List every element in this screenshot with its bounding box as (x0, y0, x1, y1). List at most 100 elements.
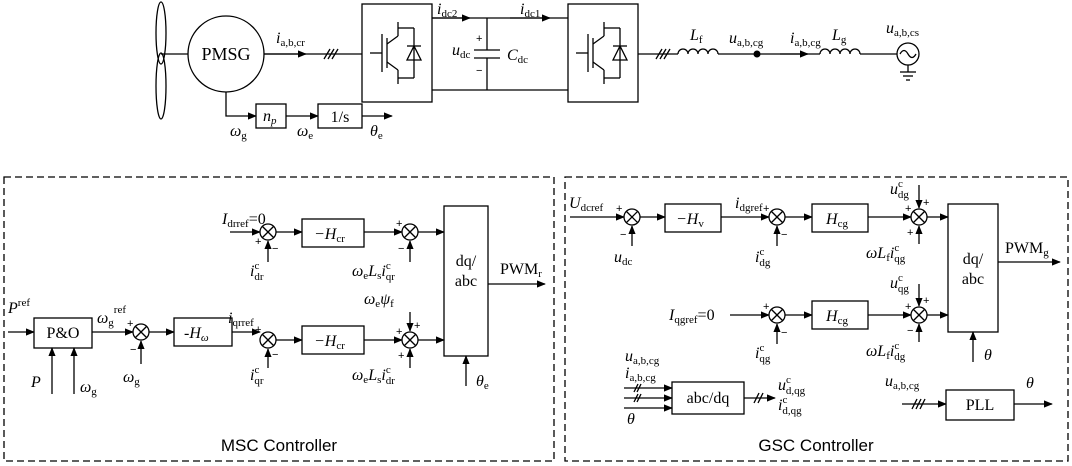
abcdq-theta-label: θ (627, 411, 635, 428)
plus-sign: + (905, 203, 911, 215)
inductor-lg (819, 48, 861, 55)
cap-minus-sign: − (476, 65, 482, 77)
hcg-block-d-label: Hcg (825, 211, 848, 230)
iqrref-label: iqrref (228, 310, 254, 329)
u-abc-cs-label: ua,b,cs (886, 20, 919, 39)
pref-label: Pref (7, 297, 30, 317)
udcref-label: Udcref (569, 195, 603, 214)
pwm-g-label: PWMg (1005, 240, 1049, 259)
hcg-block-q-label: Hcg (825, 308, 848, 327)
minus-sign: − (781, 327, 787, 339)
gsc-caption: GSC Controller (758, 436, 874, 455)
gsc-theta-input-label: θ (984, 347, 992, 364)
hw-block-label: -Hω (184, 325, 209, 344)
sum-junction (259, 223, 277, 241)
abcdq-u-label: ua,b,cg (625, 348, 660, 367)
minus-sign: − (620, 229, 626, 241)
i-dc2-label: idc2 (437, 1, 457, 20)
udc-label: udc (614, 249, 633, 268)
msc-dqabc-line2: abc (455, 273, 477, 290)
plus-sign: + (923, 295, 929, 307)
hw-block (173, 317, 233, 347)
plus-sign: + (763, 203, 769, 215)
minus-sign: − (272, 243, 278, 255)
hv-block (664, 203, 722, 233)
gsc-dqabc-line1: dq/ (963, 251, 984, 268)
igbt-diode-icon (576, 22, 629, 84)
pmsg-label: PMSG (201, 44, 250, 64)
abcdq-i-label: ia,b,cg (625, 365, 656, 384)
idrref-label: Idrref=0 (221, 211, 266, 230)
two-phase-mark (753, 392, 764, 404)
omega-g-label: ωg (230, 123, 247, 142)
i-abc-cr-label: ia,b,cr (276, 30, 305, 49)
hcg-block-d (811, 203, 869, 233)
wind-turbine-icon (155, 1, 188, 120)
minus-sign: − (398, 243, 404, 255)
pll-u-label: ua,b,cg (885, 373, 920, 392)
inductor-lf (677, 48, 719, 55)
three-phase-mark (911, 398, 926, 410)
l-f-label: Lf (689, 27, 703, 46)
hcr-block-q-label: −Hcr (314, 333, 345, 352)
sum-junction (768, 306, 786, 324)
sum-junction (259, 331, 277, 349)
gsc-dqabc-block (947, 203, 999, 333)
iqgref-label: Iqgref=0 (668, 307, 715, 326)
plus-sign: + (398, 350, 404, 362)
minus-sign: − (272, 349, 278, 361)
plus-sign: + (396, 326, 402, 338)
sum-junction (910, 306, 928, 324)
p-input-label: P (30, 374, 41, 391)
pll-block (945, 389, 1015, 421)
sum-junction (910, 208, 928, 226)
minus-sign: − (781, 229, 787, 241)
msc-dqabc-line1: dq/ (456, 253, 477, 270)
pwm-r-label: PWMr (500, 261, 542, 280)
l-g-label: Lg (831, 27, 847, 46)
plus-sign: + (255, 324, 261, 336)
three-phase-mark (633, 383, 642, 403)
np-block-label: np (263, 108, 277, 127)
i-abc-cg-label: ia,b,cg (790, 30, 821, 49)
plus-sign: + (414, 320, 420, 332)
integrator-label: 1/s (331, 109, 350, 126)
hcr-block-d-label: −Hcr (314, 226, 345, 245)
plus-sign: + (616, 203, 622, 215)
plus-sign: + (763, 301, 769, 313)
msc-caption: MSC Controller (221, 436, 338, 455)
plus-sign: + (923, 197, 929, 209)
minus-sign: − (907, 325, 913, 337)
igbt-diode-icon (370, 22, 423, 84)
hcr-block-q (301, 325, 365, 355)
hcg-block-q (811, 300, 869, 330)
sum-junction (623, 208, 641, 226)
power-circuit: PMSG ia,b,cr i (155, 1, 920, 142)
po-block-label: P&O (47, 325, 80, 342)
msc-frame (3, 176, 555, 462)
pcc-node (753, 50, 761, 58)
plus-sign: + (907, 227, 913, 239)
grid-source-icon (896, 42, 920, 81)
pll-block-label: PLL (966, 397, 994, 414)
sum-junction (401, 223, 419, 241)
po-block (33, 317, 93, 349)
theta-e-label: θe (370, 123, 383, 142)
three-phase-mark (655, 48, 671, 60)
c-dc-label: Cdc (507, 47, 528, 66)
plus-sign: + (396, 218, 402, 230)
msc-dqabc-block (443, 205, 489, 357)
three-phase-mark (323, 48, 339, 60)
